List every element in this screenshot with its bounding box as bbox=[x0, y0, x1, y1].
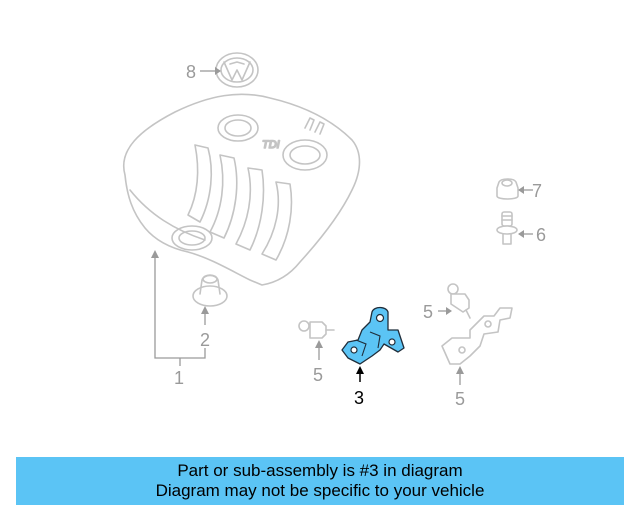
part-1-engine-cover[interactable] bbox=[122, 93, 361, 286]
part-4-bracket[interactable] bbox=[441, 307, 513, 365]
callout-1[interactable]: 1 bbox=[174, 368, 184, 388]
part-5-ball-stud-right[interactable] bbox=[447, 283, 471, 319]
banner-line-2: Diagram may not be specific to your vehi… bbox=[155, 481, 485, 500]
part-6-ball-stud[interactable] bbox=[496, 211, 518, 245]
callout-4[interactable]: 5 bbox=[455, 389, 465, 409]
callout-2[interactable]: 2 bbox=[200, 330, 210, 350]
parts-diagram: 8 TDI 1 2 7 bbox=[122, 52, 546, 409]
part-2-grommet[interactable] bbox=[192, 274, 228, 307]
part-5-ball-stud-left[interactable] bbox=[298, 320, 335, 339]
callout-8[interactable]: 8 bbox=[186, 62, 196, 82]
cover-badge-text: TDI bbox=[262, 139, 280, 151]
part-3-bracket-highlighted[interactable] bbox=[341, 306, 405, 365]
banner-line-1: Part or sub-assembly is #3 in diagram bbox=[177, 461, 463, 480]
part-7-bushing[interactable] bbox=[496, 178, 519, 200]
info-banner: Part or sub-assembly is #3 in diagram Di… bbox=[16, 457, 624, 505]
callout-5-right[interactable]: 5 bbox=[423, 302, 433, 322]
callout-7[interactable]: 7 bbox=[532, 181, 542, 201]
callout-3[interactable]: 3 bbox=[354, 388, 364, 408]
part-8-emblem[interactable] bbox=[215, 52, 259, 88]
callout-5-left[interactable]: 5 bbox=[313, 365, 323, 385]
callout-6[interactable]: 6 bbox=[536, 225, 546, 245]
